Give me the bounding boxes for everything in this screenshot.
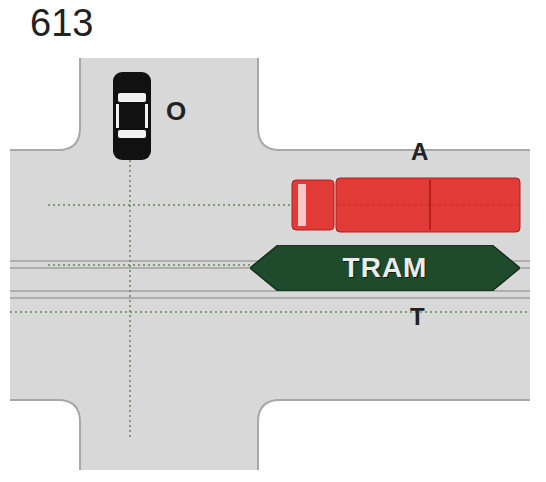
car-o (113, 72, 151, 160)
truck-a (292, 178, 520, 232)
vehicle-label: O (166, 98, 186, 124)
vehicle-label: A (411, 140, 428, 164)
vehicle-label: T (410, 305, 425, 329)
tram-shape: TRAM (250, 245, 520, 291)
tram-text: TRAM (343, 252, 428, 284)
figure-number: 613 (30, 4, 93, 42)
